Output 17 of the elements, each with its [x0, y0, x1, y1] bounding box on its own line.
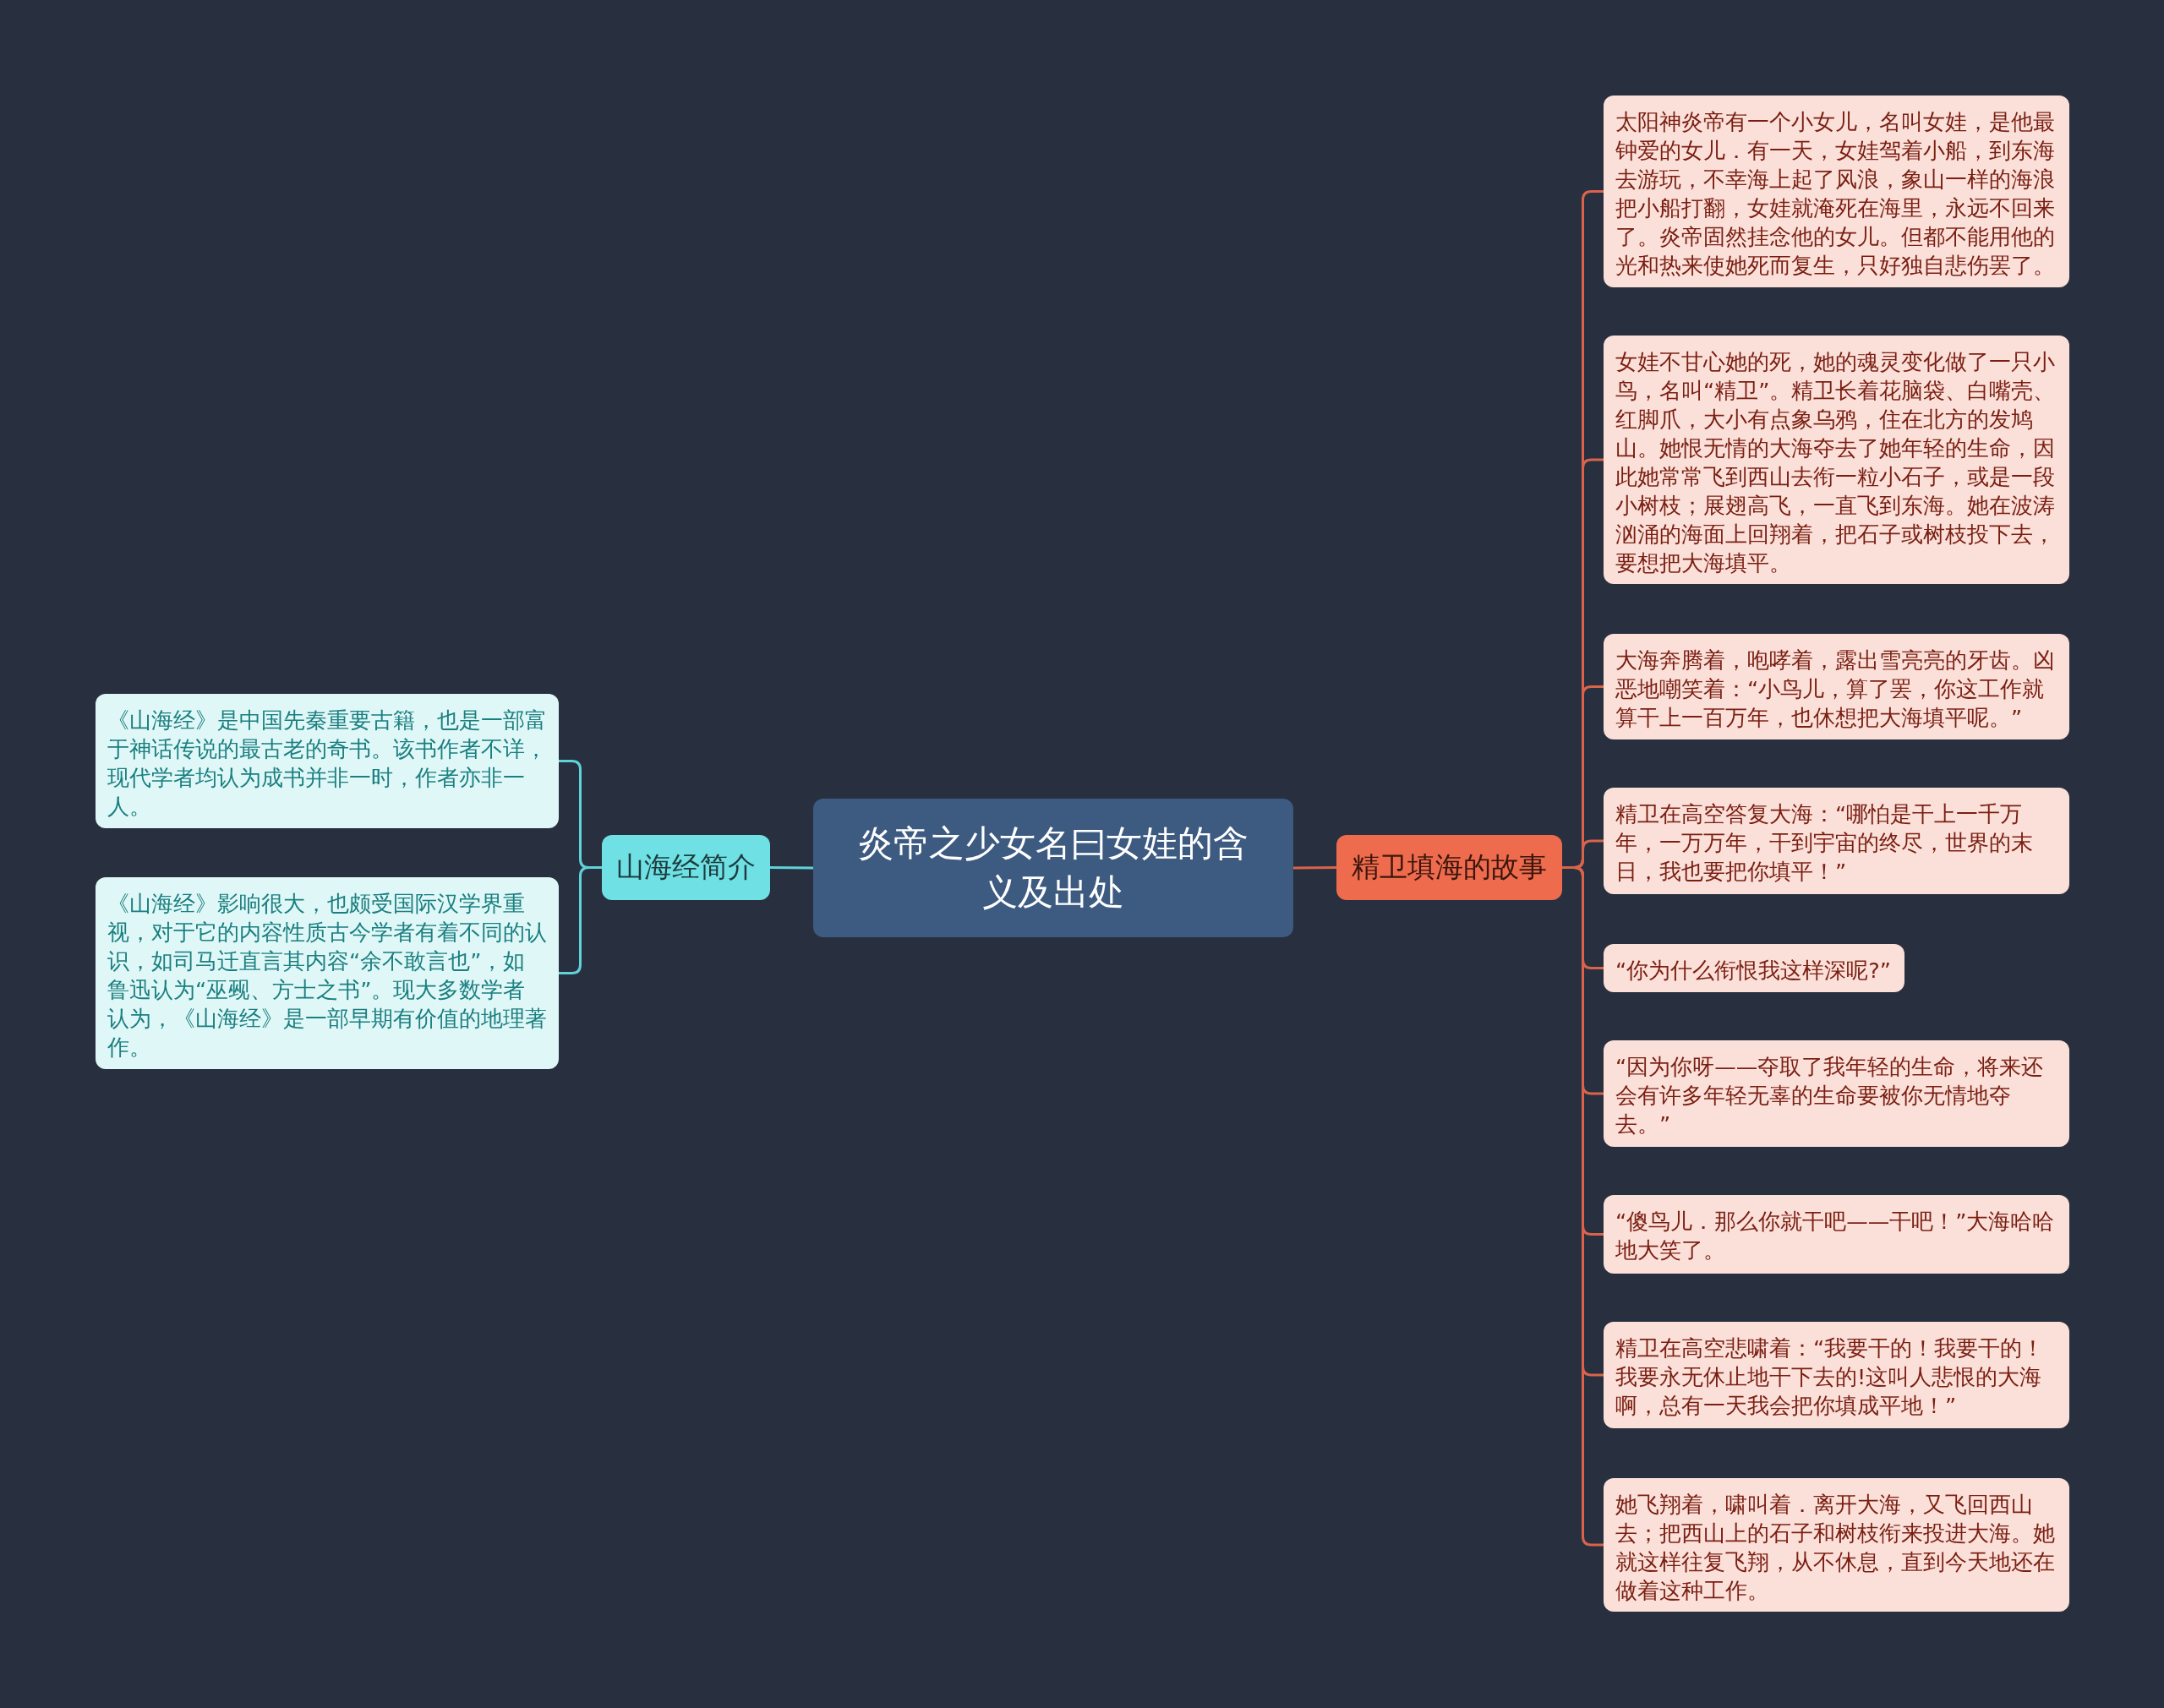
- text-card: 精卫在高空答复大海：“哪怕是干上一千万年，一万万年，干到宇宙的终尽，世界的末日，我也要把你填平！”: [1604, 788, 2069, 894]
- text-card: 大海奔腾着，咆哮着，露出雪亮亮的牙齿。凶恶地嘲笑着：“小鸟儿，算了罢，你这工作就算干上一百万年，也休想把大海填平呢。”: [1604, 634, 2069, 739]
- text-card: 精卫在高空悲啸着：“我要干的！我要干的！我要永无休止地干下去的!这叫人悲恨的大海啊，总有一天我会把你填成平地！”: [1604, 1322, 2069, 1428]
- branch-box: 山海经简介: [602, 835, 770, 900]
- connector-line: [1293, 866, 1336, 870]
- connector-line: [770, 866, 813, 870]
- text-card: 《山海经》影响很大，也颇受国际汉学界重视，对于它的内容性质古今学者有着不同的认识，如司马迁直言其内容“余不敢言也”，如鲁迅认为“巫觋、方士之书”。现大多数学者认为，《山海经》是一部早期有价值的地理著作。: [96, 877, 559, 1069]
- text-card: 太阳神炎帝有一个小女儿，名叫女娃，是他最钟爱的女儿．有一天，女娃驾着小船，到东海去游玩，不幸海上起了风浪，象山一样的海浪把小船打翻，女娃就淹死在海里，永远不回来了。炎帝固然挂念他的女儿。但都不能用他的光和热来使她死而复生，只好独自悲伤罢了。: [1604, 95, 2069, 287]
- text-card: 《山海经》是中国先秦重要古籍，也是一部富于神话传说的最古老的奇书。该书作者不详，现代学者均认为成书并非一时，作者亦非一人。: [96, 694, 559, 828]
- text-card: “你为什么衔恨我这样深呢?”: [1604, 944, 1904, 992]
- connector-line: [559, 866, 602, 974]
- text-card: “傻鸟儿．那么你就干吧——干吧！”大海哈哈地大笑了。: [1604, 1195, 2069, 1274]
- branch-box: 精卫填海的故事: [1336, 835, 1562, 900]
- text-card: 女娃不甘心她的死，她的魂灵变化做了一只小鸟，名叫“精卫”。精卫长着花脑袋、白嘴壳、红脚爪，大小有点象乌鸦，住在北方的发鸠山。她恨无情的大海夺去了她年轻的生命，因此她常常飞到西山去衔一粒小石子，或是一段小树枝；展翅高飞，一直飞到东海。她在波涛汹涌的海面上回翔着，把石子或树枝投下去，要想把大海填平。: [1604, 336, 2069, 584]
- text-card: “因为你呀——夺取了我年轻的生命，将来还会有许多年轻无辜的生命要被你无情地夺去。”: [1604, 1040, 2069, 1147]
- central-topic-box: 炎帝之少女名曰女娃的含义及出处: [813, 799, 1293, 937]
- text-card: 她飞翔着，啸叫着．离开大海，又飞回西山去；把西山上的石子和树枝衔来投进大海。她就这样往复飞翔，从不休息，直到今天地还在做着这种工作。: [1604, 1478, 2069, 1612]
